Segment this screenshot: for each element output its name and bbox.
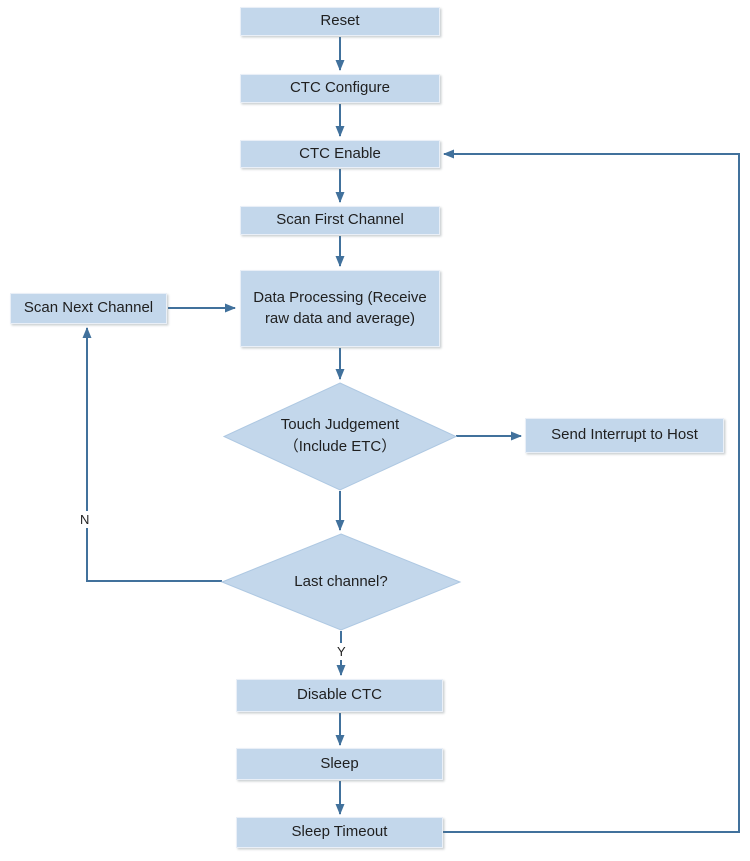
node-last-channel-label: Last channel? — [294, 572, 388, 590]
branch-label-yes: Y — [333, 643, 350, 660]
node-touch-judgement-label: Touch Judgement （Include ETC） — [280, 415, 400, 456]
node-sleep-timeout: Sleep Timeout — [236, 817, 443, 848]
node-touch-judgement-shape — [222, 382, 458, 491]
node-scan-first-channel: Scan First Channel — [240, 206, 440, 235]
node-last-channel-shape — [220, 533, 462, 631]
node-ctc-configure: CTC Configure — [240, 74, 440, 103]
node-ctc-enable: CTC Enable — [240, 140, 440, 168]
node-scan-next-channel: Scan Next Channel — [10, 293, 167, 324]
node-sleep: Sleep — [236, 748, 443, 780]
node-disable-ctc: Disable CTC — [236, 679, 443, 712]
branch-label-no: N — [76, 511, 94, 528]
node-reset: Reset — [240, 7, 440, 36]
edge-last-channel-no-loop — [82, 327, 222, 582]
edge-sleep-timeout-to-ctc-enable — [443, 149, 740, 833]
node-data-processing: Data Processing (Receive raw data and av… — [240, 270, 440, 347]
node-send-interrupt: Send Interrupt to Host — [525, 418, 724, 453]
